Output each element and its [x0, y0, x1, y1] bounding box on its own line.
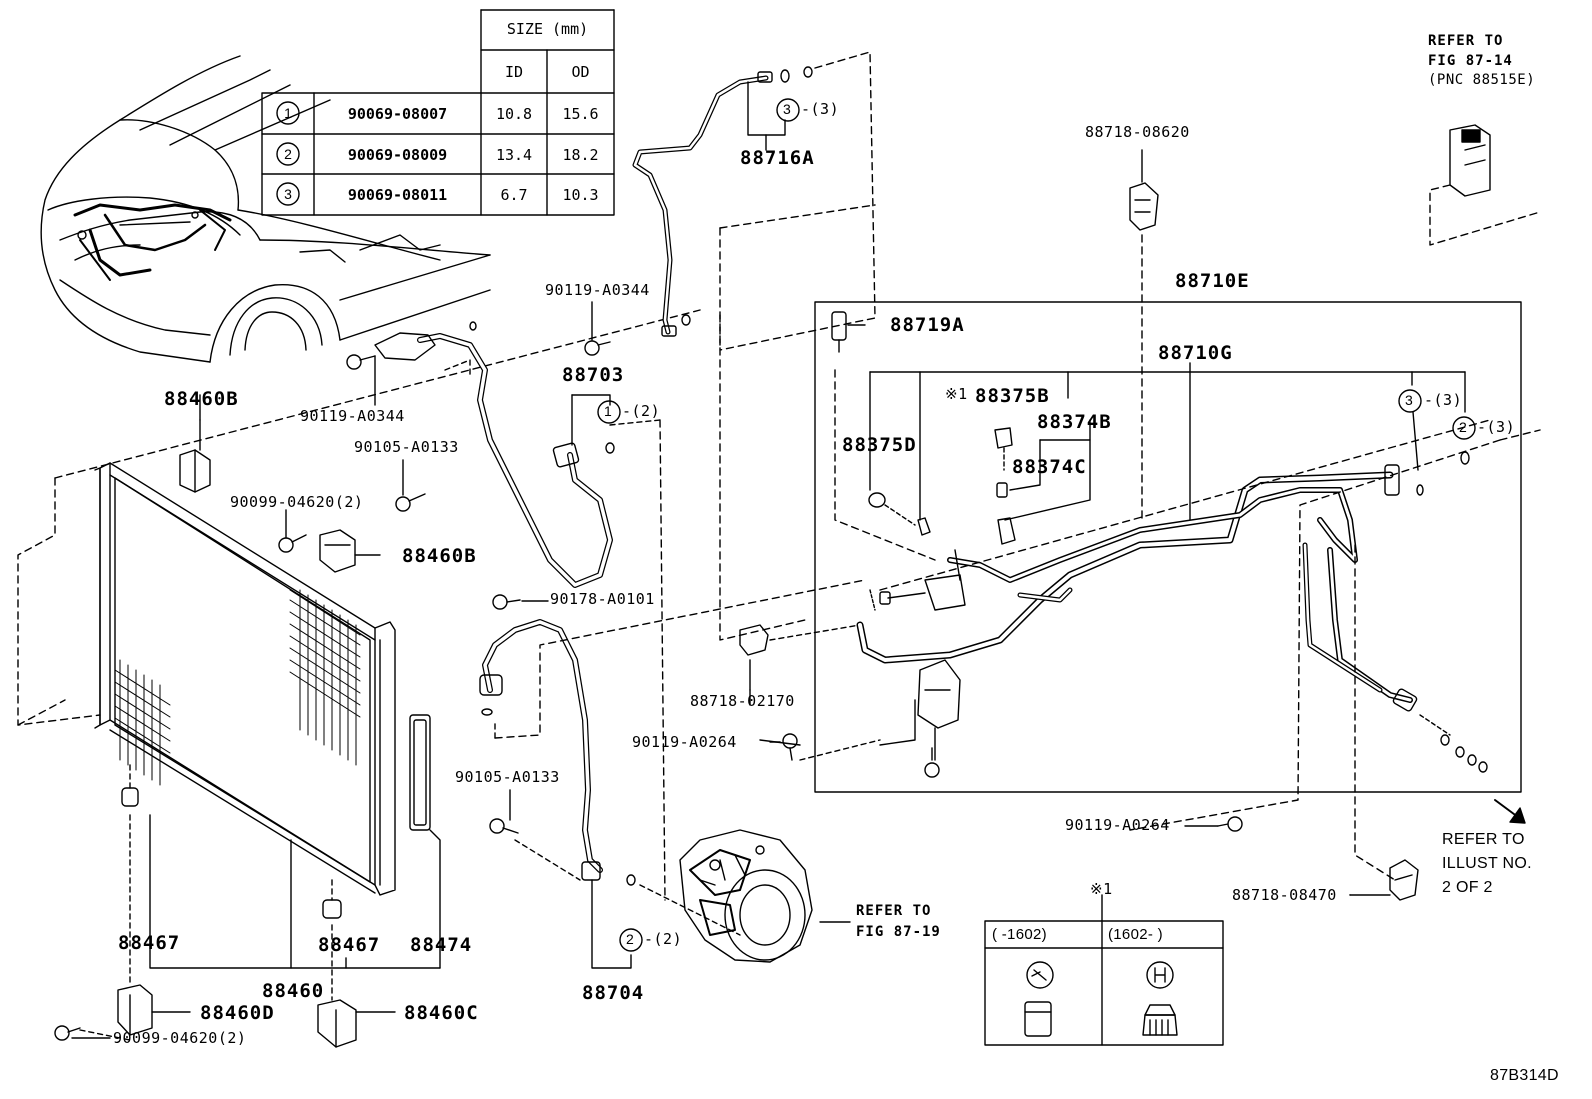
refer-fig-87-14-line3: (PNC 88515E) [1428, 72, 1536, 88]
size-row-1-id: 10.8 [495, 105, 533, 123]
note-1-mark: ※1 [1090, 880, 1113, 898]
note-1-mark-88375B: ※1 [945, 385, 968, 403]
part-88375D[interactable]: 88375D [842, 434, 917, 456]
part-88460B-top[interactable]: 88460B [164, 388, 239, 410]
size-row-2-part: 90069-08009 [347, 146, 448, 164]
part-90178-A0101[interactable]: 90178-A0101 [550, 590, 655, 608]
size-table-col-id: ID [504, 63, 524, 81]
compressor [679, 829, 813, 963]
part-90119-A0344-left[interactable]: 90119-A0344 [300, 407, 405, 425]
condenser-fins [114, 589, 361, 786]
size-row-3-part: 90069-08011 [347, 186, 448, 204]
part-88460B-mid[interactable]: 88460B [402, 545, 477, 567]
refer-illust-line2[interactable]: ILLUST NO. [1442, 855, 1532, 872]
size-row-2-num: 2 [284, 146, 292, 162]
bracket-88460D [117, 984, 191, 1036]
part-88710G[interactable]: 88710G [1158, 342, 1233, 364]
size-table-col-od: OD [571, 63, 590, 81]
part-90119-A0264-right[interactable]: 90119-A0264 [1065, 816, 1170, 834]
circle-2-bot-qty: -(2) [644, 930, 683, 948]
leader-88710G [869, 362, 1466, 521]
refer-fig-87-14-line1: REFER TO [1428, 33, 1504, 49]
part-88716A[interactable]: 88716A [740, 147, 815, 169]
part-90119-A0344-top[interactable]: 90119-A0344 [545, 281, 650, 299]
part-88374C[interactable]: 88374C [1012, 456, 1087, 478]
part-90099-04620-top[interactable]: 90099-04620(2) [230, 493, 364, 511]
circle-2-bot: 2 [626, 931, 635, 947]
part-88704[interactable]: 88704 [582, 982, 645, 1004]
refer-fig-87-14-line2[interactable]: FIG 87-14 [1428, 53, 1513, 69]
part-90119-A0264-mid[interactable]: 90119-A0264 [632, 733, 737, 751]
seal-88474 [409, 714, 441, 941]
size-row-3-id: 6.7 [500, 186, 528, 204]
assembly-88710E-frame [814, 301, 1522, 793]
arrow-refer-illust [1494, 799, 1526, 824]
circle-3-top: 3 [783, 101, 792, 117]
part-88375B[interactable]: 88375B [975, 385, 1050, 407]
part-88474[interactable]: 88474 [410, 934, 473, 956]
service-caps [868, 427, 1016, 545]
vehicle-front-outline [40, 55, 491, 363]
size-row-2-od: 18.2 [562, 146, 599, 164]
bracket-88460C [317, 999, 396, 1048]
circle-2-right: 2 [1459, 419, 1468, 435]
circle-3-top-qty: -(3) [801, 100, 840, 118]
part-88460D[interactable]: 88460D [200, 1002, 275, 1024]
size-row-2-id: 13.4 [495, 146, 533, 164]
circle-1: 1 [604, 403, 613, 419]
note-box [984, 894, 1224, 1046]
part-90105-A0133-bot[interactable]: 90105-A0133 [455, 768, 560, 786]
part-88467-left[interactable]: 88467 [118, 932, 181, 954]
hose-88703 [374, 321, 615, 588]
circle-3-right-qty: -(3) [1424, 391, 1463, 409]
part-88719A[interactable]: 88719A [890, 314, 965, 336]
part-88703[interactable]: 88703 [562, 364, 625, 386]
part-90099-04620-bot[interactable]: 90099-04620(2) [113, 1029, 247, 1047]
part-88710E[interactable]: 88710E [1175, 270, 1250, 292]
hose-88716A [632, 66, 813, 337]
expansion-valve-ref [1429, 124, 1541, 246]
part-90105-A0133-top[interactable]: 90105-A0133 [354, 438, 459, 456]
size-row-1-num: 1 [284, 105, 292, 121]
part-88460[interactable]: 88460 [262, 980, 325, 1002]
part-88718-08620[interactable]: 88718-08620 [1085, 123, 1190, 141]
mounts-88467 [121, 764, 342, 1001]
size-row-3-num: 3 [284, 186, 292, 202]
diagram-code: 87B314D [1490, 1067, 1559, 1084]
leader-88467-group [149, 814, 441, 969]
note-col1-header: ( -1602) [992, 926, 1047, 943]
circle-3-right: 3 [1405, 392, 1414, 408]
part-88718-08470[interactable]: 88718-08470 [1232, 886, 1337, 904]
note-col2-header: (1602- ) [1108, 926, 1163, 943]
bracket-88460B-mid [319, 529, 381, 573]
size-table-grid [261, 9, 615, 216]
size-table-header: SIZE (mm) [506, 20, 589, 38]
part-88374B[interactable]: 88374B [1037, 411, 1112, 433]
clamp-88718-08620 [1129, 149, 1159, 521]
clamp-88718-08470 [1349, 859, 1419, 901]
circle-1-qty: -(2) [622, 402, 661, 420]
leaders-misc [199, 301, 1351, 923]
refer-fig-87-19-line1: REFER TO [856, 903, 932, 919]
size-row-1-part: 90069-08007 [347, 105, 448, 123]
part-88467-mid[interactable]: 88467 [318, 934, 381, 956]
bolt-icons [54, 340, 1243, 1041]
hose-88704 [479, 619, 636, 969]
clamp-88718-02170 [739, 624, 769, 691]
size-row-1-od: 15.6 [562, 105, 599, 123]
pipe-88710G [856, 464, 1488, 773]
pressure-switch-88719A [831, 311, 936, 561]
bracket-88460B-top [179, 419, 211, 493]
part-88718-02170[interactable]: 88718-02170 [690, 692, 795, 710]
refer-illust-line3: 2 OF 2 [1442, 879, 1493, 896]
refer-illust-line1: REFER TO [1442, 831, 1525, 848]
size-row-3-od: 10.3 [562, 186, 599, 204]
part-88460C[interactable]: 88460C [404, 1002, 479, 1024]
refer-fig-87-19-line2[interactable]: FIG 87-19 [856, 924, 941, 940]
circle-2-right-qty: -(3) [1477, 418, 1516, 436]
